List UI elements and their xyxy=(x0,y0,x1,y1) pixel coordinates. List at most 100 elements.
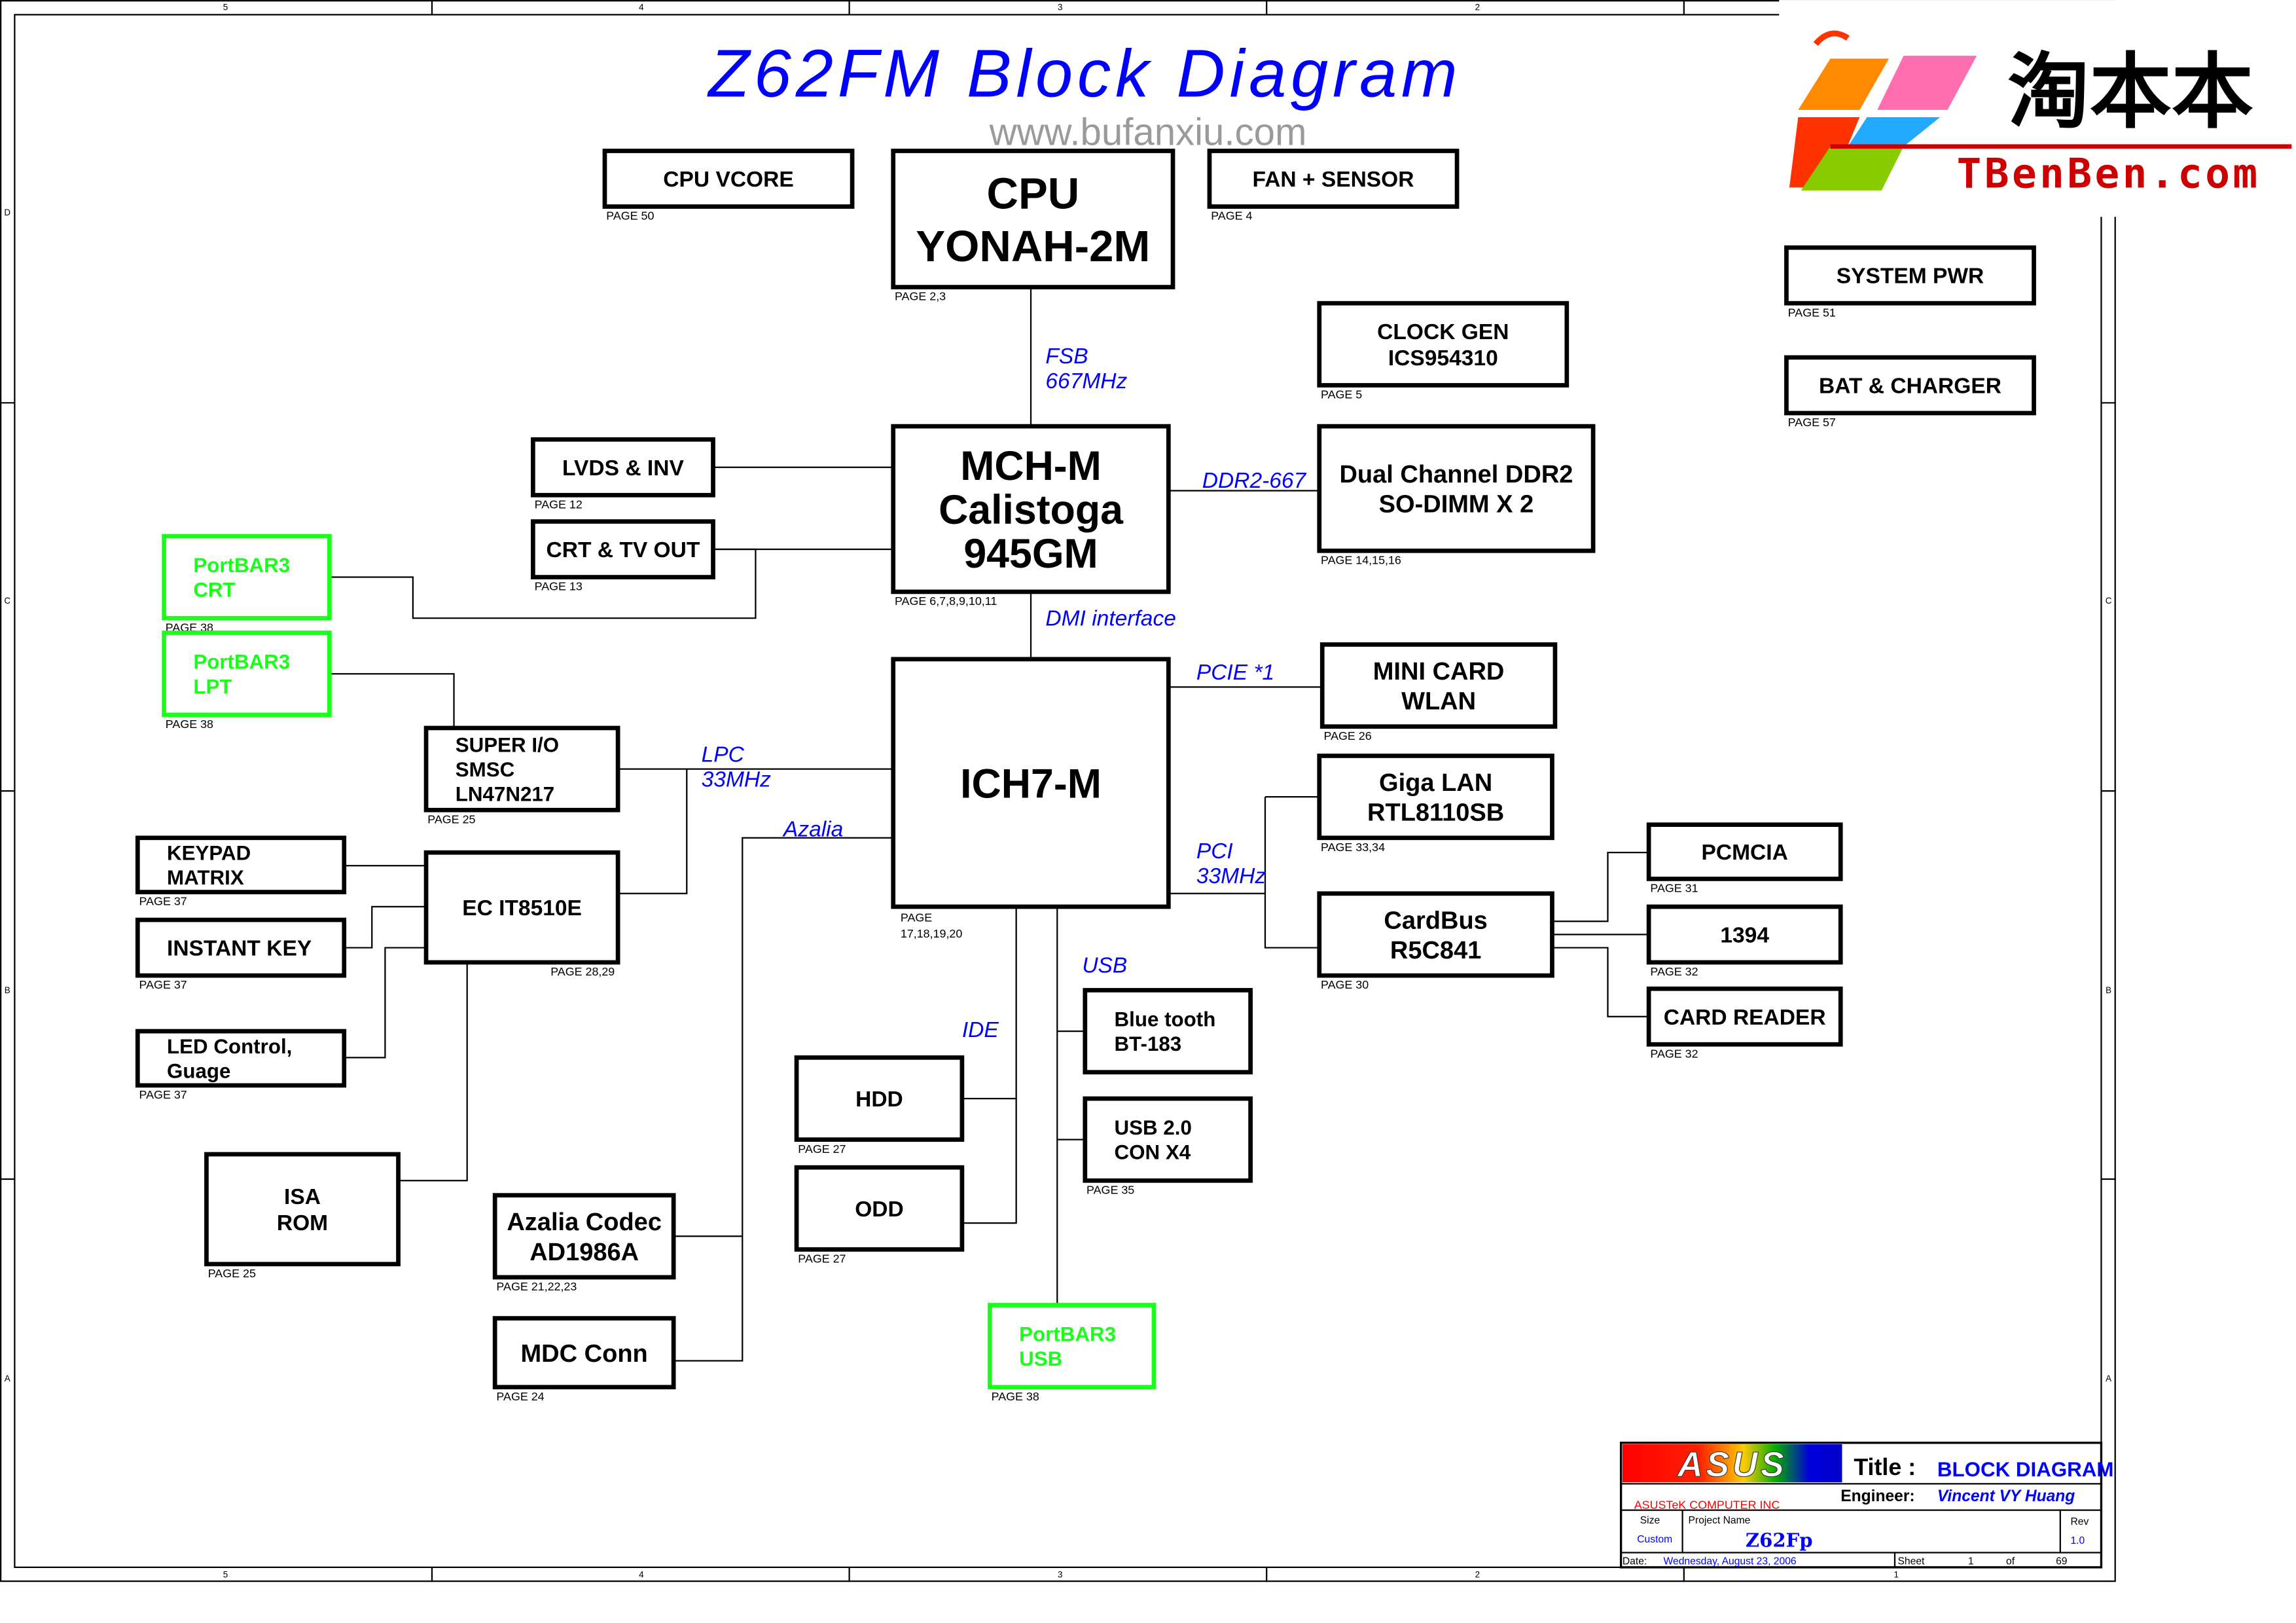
block-label: ICH7-M xyxy=(960,761,1102,807)
block-label: YONAH-2M xyxy=(916,222,1150,271)
block-label: Azalia Codec xyxy=(507,1209,662,1236)
company-name: ASUSTeK COMPUTER INC xyxy=(1634,1498,1780,1511)
bus-label-pcie: PCIE *1 xyxy=(1196,661,1274,685)
block-label: MCH-M xyxy=(960,443,1102,489)
block-outline xyxy=(135,917,347,978)
bus-label-fsb: 667MHz xyxy=(1045,369,1127,393)
ruler-column-label: 5 xyxy=(223,3,228,12)
bus-label-usb: USB xyxy=(1082,954,1127,978)
block-label: CPU xyxy=(987,169,1080,218)
block-fan: FAN + SENSOR PAGE 4 xyxy=(1207,149,1460,223)
connection-line xyxy=(329,673,455,728)
bus-label-lpc: LPC xyxy=(702,742,745,767)
connection-line xyxy=(1264,797,1319,949)
block-outline xyxy=(531,437,715,498)
block-label: CardBus xyxy=(1384,907,1487,934)
page-ref: PAGE 57 xyxy=(1788,416,1836,429)
block-label: EC IT8510E xyxy=(462,896,582,921)
connection-line xyxy=(673,837,893,1362)
ruler-column-label: 4 xyxy=(639,1570,644,1580)
page-ref: PAGE 13 xyxy=(535,580,583,593)
page-ref: PAGE 38 xyxy=(992,1390,1039,1403)
sheet-value: 1 xyxy=(1968,1556,1974,1567)
bus-label-pci: 33MHz xyxy=(1196,864,1266,888)
page-ref: PAGE 50 xyxy=(606,210,654,223)
tbenben-logo: 淘本本 TBenBen.com xyxy=(1779,0,2296,217)
block-label: FAN + SENSOR xyxy=(1253,168,1414,192)
block-label: KEYPAD xyxy=(167,842,251,865)
block-label: HDD xyxy=(855,1087,903,1112)
block-label: CLOCK GEN xyxy=(1377,320,1509,344)
ruler-row-label: C xyxy=(4,596,10,606)
block-label: CON X4 xyxy=(1115,1141,1191,1164)
block-outline xyxy=(423,850,620,965)
ruler-column-label: 3 xyxy=(1058,1570,1062,1580)
block-outline xyxy=(492,1193,676,1280)
block-label: USB xyxy=(1019,1347,1062,1370)
ruler-column-label: 2 xyxy=(1475,3,1480,12)
page-ref: 17,18,19,20 xyxy=(901,927,962,940)
engineer-value: Vincent VY Huang xyxy=(1937,1487,2075,1505)
page-ref: PAGE 4 xyxy=(1211,210,1252,223)
sheet-label: Sheet xyxy=(1897,1556,1925,1567)
block-label: PortBAR3 xyxy=(193,554,290,577)
block-outline xyxy=(1317,424,1596,553)
page-ref: PAGE 2,3 xyxy=(895,290,946,303)
block-outline xyxy=(1646,822,1843,881)
block-label: ODD xyxy=(855,1197,904,1222)
block-label: SMSC xyxy=(456,758,514,781)
block-outline xyxy=(531,519,715,579)
block-outline xyxy=(891,657,1171,909)
block-label: CRT & TV OUT xyxy=(547,538,700,562)
block-label: Guage xyxy=(167,1060,230,1083)
block-label: Giga LAN xyxy=(1379,769,1492,797)
block-label: SO-DIMM X 2 xyxy=(1379,491,1534,519)
block-outline xyxy=(135,1029,347,1088)
block-outline xyxy=(1784,355,2036,416)
date-value: Wednesday, August 23, 2006 xyxy=(1664,1556,1797,1567)
tbenben-latin: TBenBen.com xyxy=(1957,149,2261,197)
page-ref: PAGE 5 xyxy=(1321,388,1362,401)
ruler-row-label: A xyxy=(2106,1374,2111,1383)
block-label: ICS954310 xyxy=(1388,346,1498,371)
project-label: Project Name xyxy=(1689,1515,1751,1526)
size-label: Size xyxy=(1640,1515,1660,1526)
connection-line xyxy=(618,769,688,894)
connection-line xyxy=(1552,947,1649,1017)
connection-line xyxy=(398,962,468,1182)
block-outline xyxy=(988,1303,1157,1390)
page-ref: PAGE 25 xyxy=(427,812,475,826)
block-label: CRT xyxy=(193,579,235,602)
ruler-column-label: 2 xyxy=(1475,1570,1480,1580)
ruler-row-label: C xyxy=(2106,596,2112,606)
block-label: LN47N217 xyxy=(456,782,554,805)
block-label: BT-183 xyxy=(1115,1032,1182,1055)
page-ref: PAGE 38 xyxy=(166,718,213,731)
title-label: Title : xyxy=(1854,1454,1916,1480)
page-ref: PAGE 32 xyxy=(1650,965,1698,978)
block-outline xyxy=(891,424,1171,594)
page-ref: PAGE 51 xyxy=(1788,306,1836,319)
block-label: 945GM xyxy=(963,531,1098,577)
sheet-total: 69 xyxy=(2056,1556,2067,1567)
bus-label-fsb: FSB xyxy=(1045,344,1088,369)
tbenben-chinese: 淘本本 xyxy=(2007,45,2253,140)
bus-label-azalia: Azalia xyxy=(782,818,843,842)
block-outline xyxy=(423,725,620,812)
asus-logo: ASUS xyxy=(1622,1444,1842,1485)
page-ref: PAGE 37 xyxy=(139,978,187,991)
